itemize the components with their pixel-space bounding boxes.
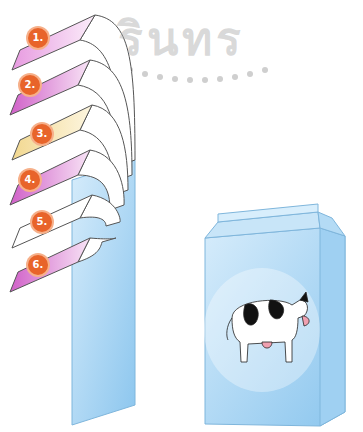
watermark-dots bbox=[127, 67, 268, 83]
callout-number: 4. bbox=[20, 170, 40, 190]
callout-number: 3. bbox=[32, 124, 52, 144]
watermark-text: รินทร bbox=[118, 2, 245, 75]
milk-carton bbox=[204, 204, 345, 426]
callout-number: 2. bbox=[20, 75, 40, 95]
callout-number: 1. bbox=[28, 28, 48, 48]
callout-number: 6. bbox=[28, 255, 48, 275]
layer-sheets bbox=[10, 15, 95, 292]
callout-number: 5. bbox=[32, 212, 52, 232]
cow-icon bbox=[227, 292, 309, 362]
